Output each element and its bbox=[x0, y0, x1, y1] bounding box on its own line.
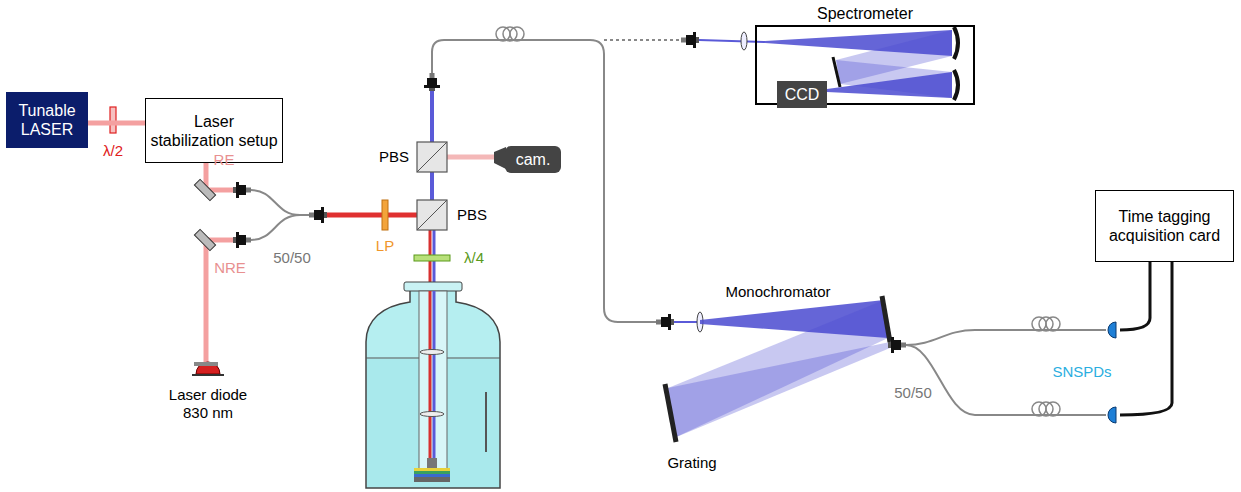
emission-beam bbox=[430, 172, 434, 200]
lens bbox=[420, 412, 444, 417]
laser-beam bbox=[88, 121, 145, 126]
monochromator-label: Monochromator bbox=[725, 283, 830, 301]
box-text: Time tagging acquisition card bbox=[1096, 205, 1233, 247]
fiber bbox=[906, 330, 1106, 345]
box-text: Laser stabilization setup bbox=[146, 110, 282, 152]
beam-label: NRE bbox=[214, 259, 246, 277]
splitter-label: 50/50 bbox=[273, 249, 311, 267]
sample bbox=[414, 468, 450, 471]
emission-beam bbox=[430, 90, 434, 142]
box-text: CCD bbox=[781, 83, 824, 106]
polarizer-label: LP bbox=[376, 237, 394, 255]
excitation-beam bbox=[429, 230, 432, 468]
cryostat-handle bbox=[485, 392, 487, 452]
snspd-detector bbox=[1108, 407, 1116, 423]
spectrometer-box: SpectrometerCCD bbox=[755, 25, 975, 105]
lens bbox=[420, 350, 444, 355]
laser-diode bbox=[192, 374, 224, 376]
grating bbox=[665, 384, 676, 442]
emission-beam bbox=[433, 230, 436, 468]
waveplate-label: λ/2 bbox=[103, 142, 123, 160]
laser-diode bbox=[194, 362, 218, 366]
cryostat-lid bbox=[404, 282, 462, 291]
fiber-dotted bbox=[604, 39, 681, 41]
diode-label: Laser diode 830 nm bbox=[156, 386, 260, 422]
half-waveplate bbox=[110, 107, 116, 133]
beam-label: RE bbox=[214, 151, 235, 169]
fiber-loop bbox=[1046, 317, 1060, 331]
grating-label: Grating bbox=[667, 454, 716, 472]
signal-cable bbox=[1120, 262, 1150, 330]
fiber bbox=[432, 40, 657, 322]
grating bbox=[833, 57, 840, 87]
fiber-loop bbox=[510, 27, 524, 41]
mirror bbox=[882, 296, 890, 342]
pbs-cube bbox=[417, 200, 447, 230]
fiber-loop bbox=[1046, 402, 1060, 416]
ccd-box: CCD bbox=[777, 81, 827, 108]
quarter-waveplate bbox=[414, 255, 450, 261]
pbs-cube bbox=[417, 142, 447, 172]
monochromator-beam bbox=[668, 342, 890, 438]
objective bbox=[427, 458, 437, 468]
excitation-beam bbox=[429, 291, 432, 468]
cryostat bbox=[366, 290, 500, 488]
box-text: cam. bbox=[512, 148, 555, 171]
laser-source-box: Tunable LASER bbox=[6, 92, 88, 148]
cryostat-insert bbox=[419, 291, 447, 469]
fiber bbox=[251, 190, 310, 240]
nre-beam bbox=[204, 240, 209, 362]
sample bbox=[414, 474, 450, 477]
sample bbox=[414, 471, 450, 474]
spectrometer-beam bbox=[827, 72, 952, 98]
mirror bbox=[954, 70, 958, 100]
pbs-cube bbox=[417, 200, 447, 230]
mirror bbox=[954, 27, 958, 59]
sample bbox=[414, 477, 450, 482]
box-text: Tunable LASER bbox=[6, 99, 88, 141]
emission-beam bbox=[433, 291, 436, 468]
mirror bbox=[194, 179, 215, 200]
snspd-detector bbox=[1108, 322, 1116, 338]
emission-beam bbox=[674, 321, 700, 323]
linear-polarizer bbox=[382, 200, 388, 230]
splitter-label: 50/50 bbox=[894, 384, 932, 402]
detector-label: SNSPDs bbox=[1052, 363, 1111, 381]
camera-beam bbox=[447, 155, 496, 160]
signal-cable bbox=[1120, 262, 1172, 415]
pbs-cube bbox=[417, 142, 447, 172]
camera-body: cam. bbox=[505, 146, 561, 173]
waveplate-label: λ/4 bbox=[464, 249, 484, 267]
lens bbox=[741, 32, 747, 50]
box-heading: Spectrometer bbox=[757, 4, 973, 23]
acquisition-card-box: Time tagging acquisition card bbox=[1095, 190, 1234, 262]
pbs-label: PBS bbox=[457, 206, 487, 224]
pbs-label: PBS bbox=[379, 148, 409, 166]
excitation-beam bbox=[327, 213, 417, 218]
mirror bbox=[194, 229, 215, 250]
